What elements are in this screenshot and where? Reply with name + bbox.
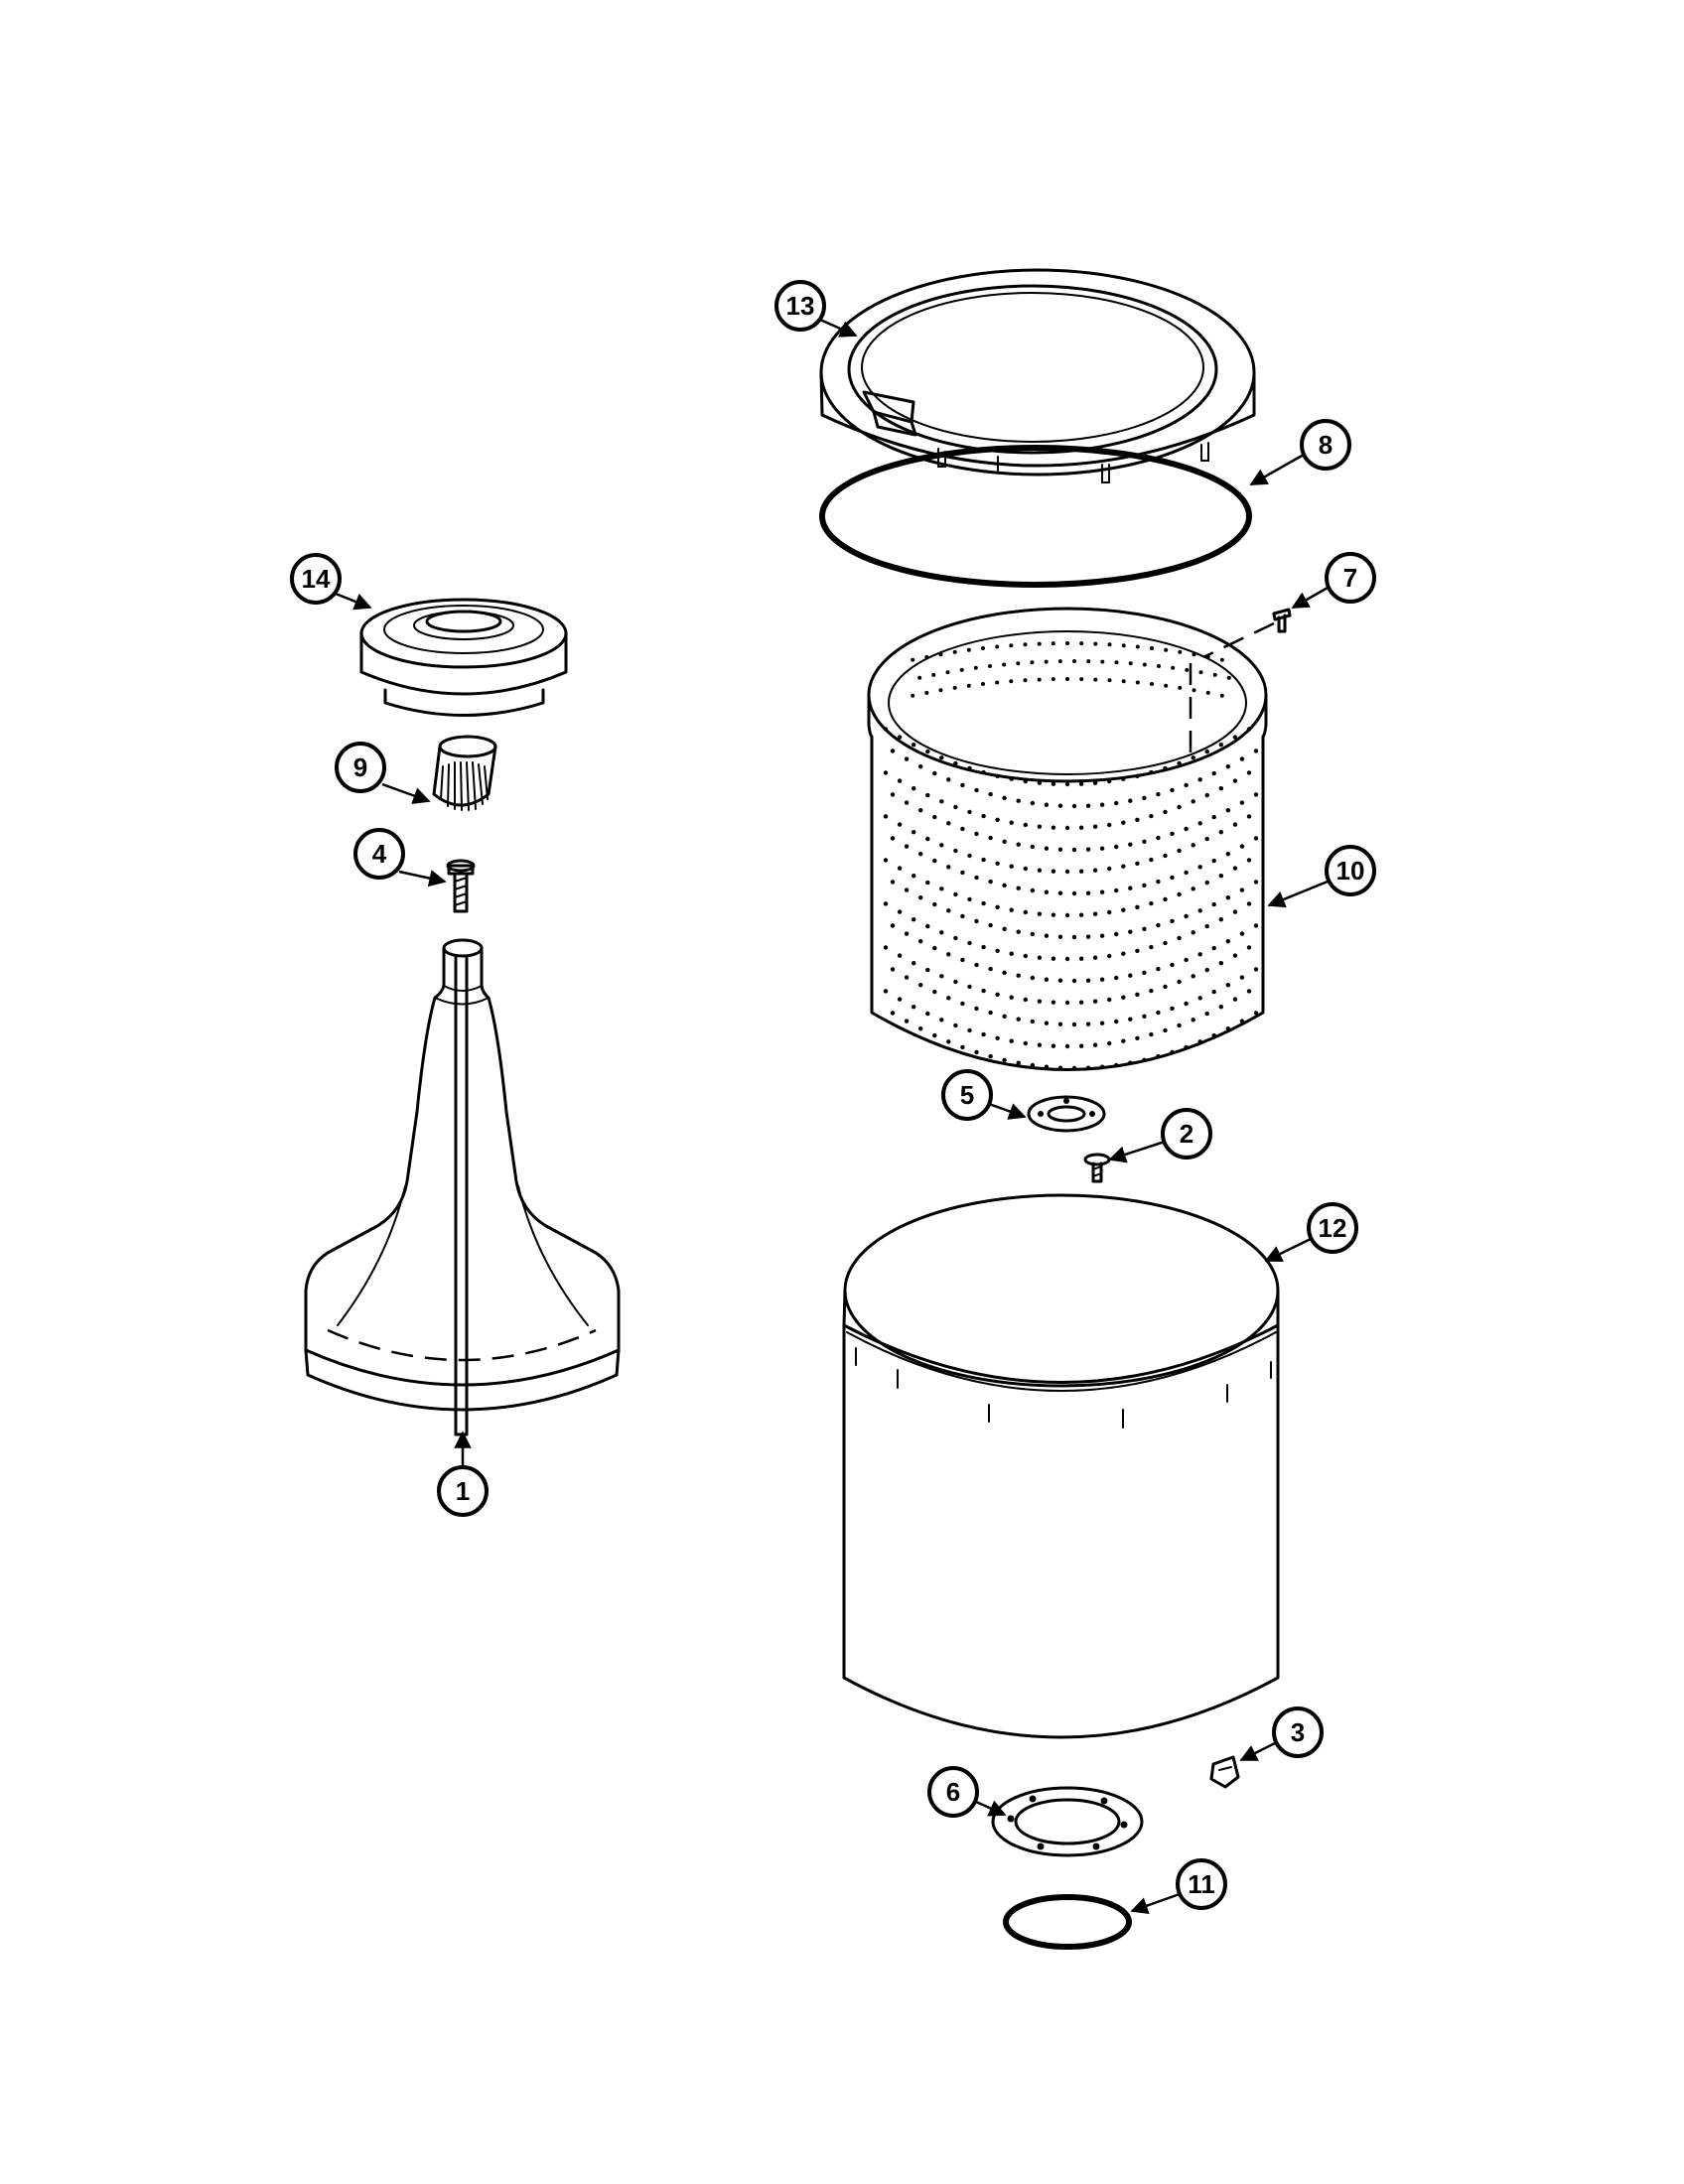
callout-13: 13: [774, 280, 858, 338]
svg-text:14: 14: [302, 564, 331, 594]
svg-text:13: 13: [786, 291, 815, 321]
callout-3: 3: [1239, 1706, 1324, 1762]
svg-text:10: 10: [1336, 856, 1365, 886]
tub-ring-part: [819, 268, 1256, 483]
callout-8: 8: [1249, 419, 1351, 486]
callout-11: 11: [1130, 1858, 1227, 1914]
svg-text:11: 11: [1188, 1869, 1215, 1899]
spin-basket-part: [867, 607, 1268, 1071]
agitator-nut-part: [432, 735, 497, 811]
tub-gasket-part: [819, 445, 1252, 588]
svg-text:2: 2: [1180, 1119, 1193, 1149]
svg-text:4: 4: [372, 839, 387, 869]
svg-text:5: 5: [960, 1080, 974, 1110]
callout-9: 9: [335, 742, 431, 804]
agitator-cap-part: [359, 598, 568, 717]
callout-6: 6: [927, 1766, 1007, 1818]
svg-text:6: 6: [946, 1777, 960, 1807]
callout-7: 7: [1291, 552, 1376, 610]
agitator-bolt-part: [446, 859, 476, 913]
hub-screw-part: [1083, 1153, 1111, 1183]
seal-plate-part: [991, 1786, 1144, 1857]
svg-text:3: 3: [1291, 1717, 1305, 1747]
basket-hub-plate-part: [1027, 1095, 1106, 1133]
callout-12: 12: [1264, 1202, 1358, 1263]
callout-1: 1: [437, 1431, 489, 1517]
callout-2: 2: [1108, 1108, 1212, 1163]
drain-nut-part: [1209, 1755, 1240, 1789]
outer-tub-part: [842, 1193, 1280, 1739]
svg-text:12: 12: [1319, 1213, 1347, 1243]
svg-text:1: 1: [456, 1476, 470, 1506]
callout-14: 14: [290, 553, 372, 611]
basket-screw-part: [1202, 608, 1292, 659]
agitator-part: [304, 938, 621, 1436]
basket-perforations: [883, 641, 1259, 1071]
o-ring-part: [1003, 1894, 1132, 1950]
callout-5: 5: [941, 1069, 1027, 1121]
callout-4: 4: [353, 828, 447, 887]
svg-text:8: 8: [1319, 430, 1333, 460]
svg-text:7: 7: [1343, 563, 1357, 593]
callout-10: 10: [1267, 845, 1376, 908]
svg-text:9: 9: [353, 752, 367, 782]
